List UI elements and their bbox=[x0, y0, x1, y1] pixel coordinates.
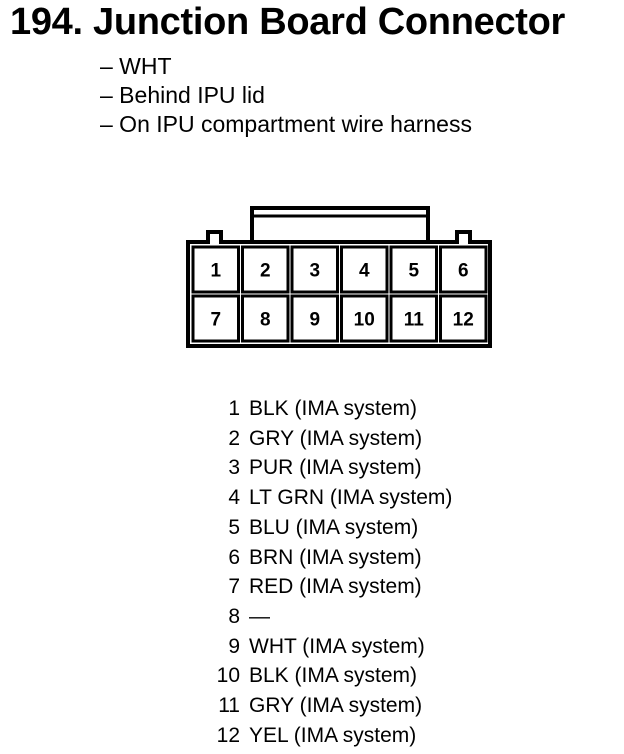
connector-pin-number: 3 bbox=[309, 261, 320, 282]
connector-pin-number: 1 bbox=[210, 261, 221, 282]
page-title: 194. Junction Board Connector bbox=[10, 1, 566, 43]
wire-description: PUR (IMA system) bbox=[249, 456, 422, 480]
connector-pin-cavity bbox=[389, 245, 438, 294]
wire-row: 10 BLK (IMA system) bbox=[200, 661, 452, 691]
wire-pin-number: 6 bbox=[228, 545, 240, 569]
wire-description: WHT (IMA system) bbox=[249, 634, 425, 658]
wire-row: 11 GRY (IMA system) bbox=[200, 691, 452, 721]
wire-row: 5 BLU (IMA system) bbox=[200, 513, 452, 543]
connector-pin-cavity bbox=[340, 245, 389, 294]
connector-pin-number: 7 bbox=[210, 310, 221, 331]
connector-pin-cavity bbox=[439, 294, 488, 343]
connector-pin-number: 4 bbox=[359, 261, 370, 282]
connector-pin-cavity bbox=[191, 245, 240, 294]
wire-pin-number: 5 bbox=[228, 515, 240, 539]
connector-pin-number: 2 bbox=[260, 261, 271, 282]
wire-pin-number: 9 bbox=[228, 634, 240, 658]
wire-description: BRN (IMA system) bbox=[249, 545, 422, 569]
connector-pin-cavity bbox=[290, 245, 339, 294]
connector-pin-cavity bbox=[241, 294, 290, 343]
connector-pin-number: 8 bbox=[260, 310, 271, 331]
note-color: – WHT bbox=[100, 53, 172, 79]
connector-pin-number: 5 bbox=[408, 261, 419, 282]
wire-description: LT GRN (IMA system) bbox=[249, 486, 453, 510]
connector-pin-cavity bbox=[241, 245, 290, 294]
wire-description: RED (IMA system) bbox=[249, 575, 422, 599]
note-location: – Behind IPU lid bbox=[100, 82, 265, 108]
wire-description: BLK (IMA system) bbox=[249, 664, 418, 688]
connector-pin-cavity bbox=[191, 294, 240, 343]
wire-description: GRY (IMA system) bbox=[249, 426, 423, 450]
connector-housing bbox=[186, 230, 492, 348]
wire-pin-number: 2 bbox=[228, 426, 240, 450]
connector-pin-cavity bbox=[290, 294, 339, 343]
wire-pin-number: 10 bbox=[216, 664, 240, 688]
wire-pin-number: 11 bbox=[218, 694, 240, 718]
wire-pin-number: 8 bbox=[228, 604, 240, 628]
connector-lock-ridge bbox=[250, 206, 430, 242]
wire-row: 9 WHT (IMA system) bbox=[200, 632, 452, 662]
wire-pin-number: 7 bbox=[228, 575, 240, 599]
connector-pin-number: 12 bbox=[453, 310, 474, 331]
connector-pin-number: 6 bbox=[458, 261, 469, 282]
wire-pin-number: 4 bbox=[228, 486, 240, 510]
wire-description: BLK (IMA system) bbox=[249, 397, 418, 420]
wire-pin-number: 3 bbox=[228, 456, 240, 480]
connector-notes: – WHT – Behind IPU lid – On IPU compartm… bbox=[100, 52, 472, 139]
wire-description: — bbox=[249, 604, 270, 628]
wire-row: 3 PUR (IMA system) bbox=[200, 453, 452, 483]
wire-row: 12 YEL (IMA system) bbox=[200, 721, 452, 751]
connector-pin-cavity bbox=[389, 294, 438, 343]
wire-description: YEL (IMA system) bbox=[249, 723, 417, 747]
wire-pin-number: 12 bbox=[216, 723, 240, 747]
wire-row: 2 GRY (IMA system) bbox=[200, 424, 452, 454]
wire-row: 4 LT GRN (IMA system) bbox=[200, 483, 452, 513]
wire-row: 8— bbox=[200, 602, 452, 632]
connector-pin-number: 10 bbox=[354, 310, 375, 331]
wire-row: 1 BLK (IMA system) bbox=[200, 394, 452, 424]
wire-pin-number: 1 bbox=[228, 397, 240, 420]
wire-row: 6 BRN (IMA system) bbox=[200, 543, 452, 573]
connector-pin-number: 9 bbox=[309, 310, 320, 331]
connector-pin-cavity bbox=[439, 245, 488, 294]
wire-description: GRY (IMA system) bbox=[249, 694, 423, 718]
connector-pin-cavity bbox=[340, 294, 389, 343]
wire-description: BLU (IMA system) bbox=[249, 515, 419, 539]
connector-pin-number: 11 bbox=[404, 310, 425, 331]
wire-row: 7 RED (IMA system) bbox=[200, 572, 452, 602]
note-harness: – On IPU compartment wire harness bbox=[100, 111, 472, 137]
